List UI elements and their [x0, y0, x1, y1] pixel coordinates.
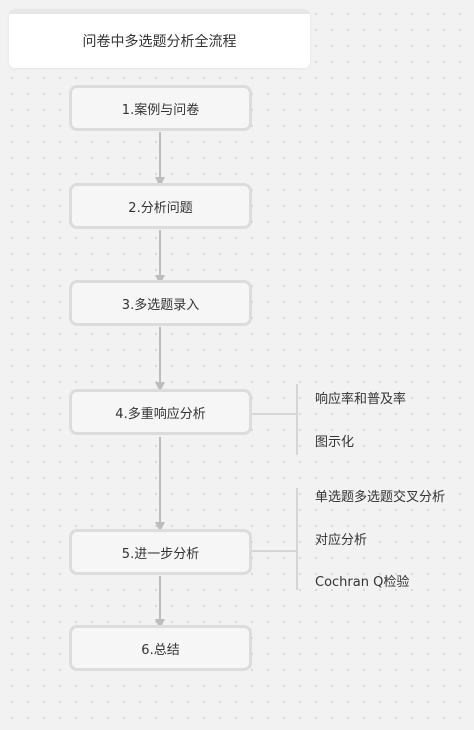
step-node-3: 3.多选题录入: [69, 280, 252, 326]
branch-item-cross-analysis: 单选题多选题交叉分析: [315, 490, 446, 505]
branch-item-response-rate: 响应率和普及率: [315, 392, 407, 407]
step-node-6: 6.总结: [69, 625, 252, 671]
step-node-1: 1.案例与问卷: [69, 85, 252, 131]
diagram-title: 问卷中多选题分析全流程: [82, 34, 237, 50]
step-node-4: 4.多重响应分析: [69, 389, 252, 435]
branch-item-correspondence-analysis: 对应分析: [315, 533, 368, 548]
branch-item-visualization: 图示化: [315, 435, 355, 450]
step-label-3: 3.多选题录入: [121, 297, 200, 313]
diagram-title-card: 问卷中多选题分析全流程: [9, 9, 310, 68]
step-label-1: 1.案例与问卷: [121, 102, 200, 118]
branch-item-cochran-q-test: Cochran Q检验: [315, 575, 410, 590]
step-label-5: 5.进一步分析: [121, 546, 200, 562]
step-label-2: 2.分析问题: [128, 200, 193, 216]
step-label-6: 6.总结: [141, 642, 180, 658]
title-card-bar: [9, 9, 310, 14]
step-node-2: 2.分析问题: [69, 183, 252, 229]
step-label-4: 4.多重响应分析: [115, 406, 206, 422]
step-node-5: 5.进一步分析: [69, 529, 252, 575]
